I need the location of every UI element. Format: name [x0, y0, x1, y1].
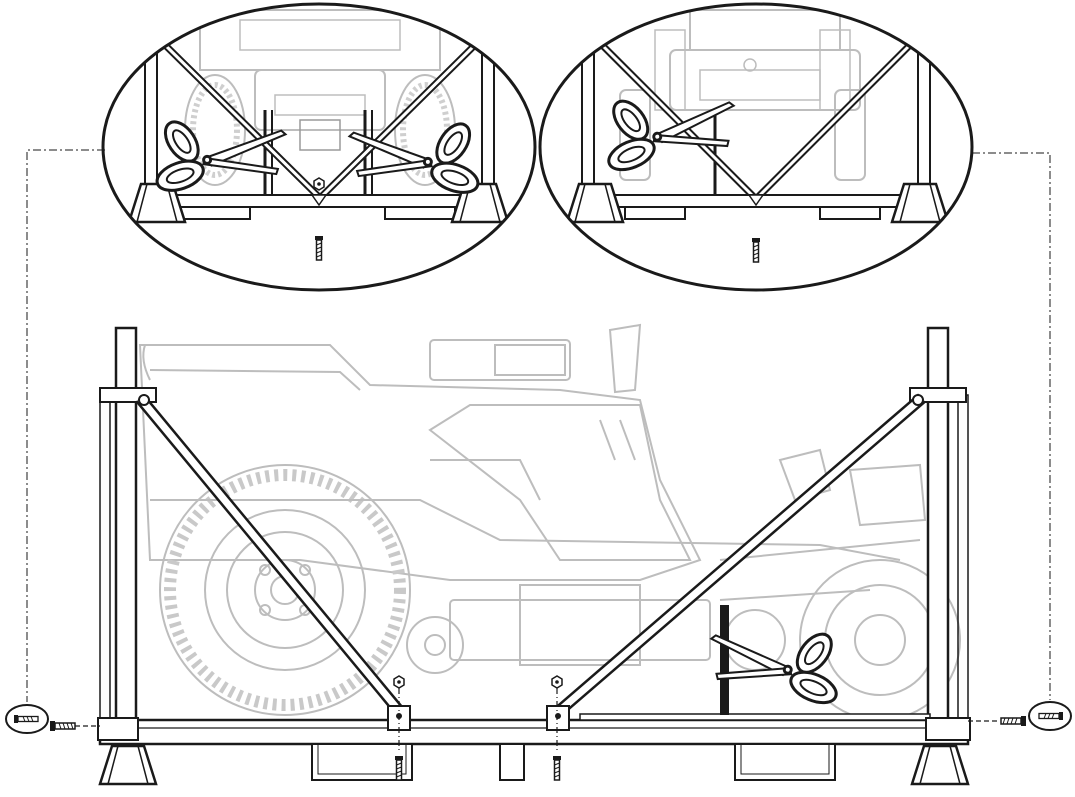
nut-icon: [393, 675, 405, 689]
washer-icon: [1028, 701, 1072, 731]
right-detail-ghost-mower: [540, 4, 970, 290]
washer-icon: [5, 704, 49, 734]
bolt-icon: [552, 755, 562, 781]
bolt-icon: [49, 720, 76, 732]
base-rail: [98, 718, 970, 746]
right-foot: [910, 744, 970, 786]
bolt-icon: [1000, 715, 1027, 727]
shipping-crate: [97, 326, 971, 786]
nut-icon: [551, 675, 563, 689]
right-detail-frame: [538, 2, 974, 292]
strap-right: [546, 393, 926, 731]
ghost-mower: [138, 323, 961, 721]
strap-left: [135, 394, 411, 731]
left-detail-frame: [101, 2, 537, 292]
bolt-icon: [394, 755, 404, 781]
left-foot: [98, 744, 158, 786]
right-detail-callout: [538, 2, 974, 292]
left-detail-callout: [101, 2, 537, 292]
